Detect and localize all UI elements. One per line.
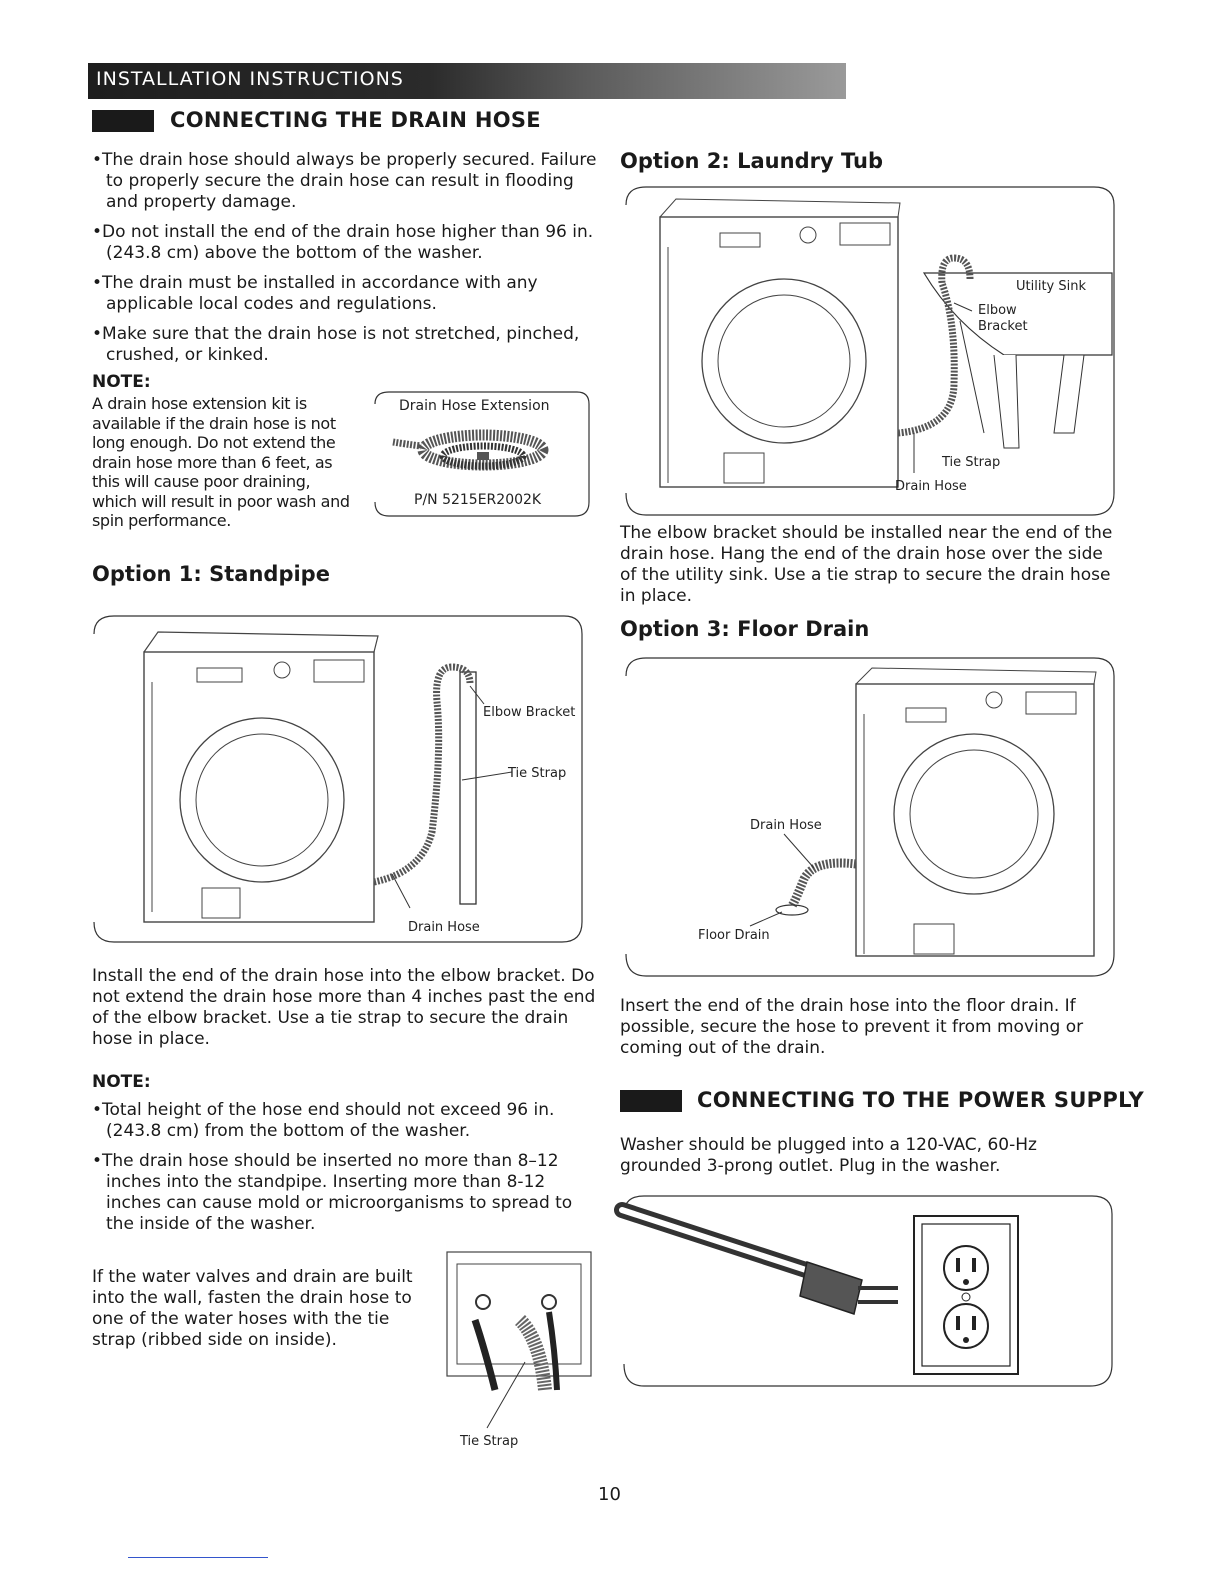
option1-tie-label: Tie Strap: [508, 766, 567, 781]
option3-text: Insert the end of the drain hose into th…: [620, 996, 1084, 1058]
option2-sink-label: Utility Sink: [1016, 279, 1087, 294]
option1-text: Install the end of the drain hose into t…: [92, 966, 596, 1049]
option1-note-heading: NOTE:: [92, 1072, 151, 1092]
standpipe-figure: [93, 615, 583, 943]
option2-elbow-label: Elbow: [978, 303, 1017, 318]
drain-bullet: •Do not install the end of the drain hos…: [92, 222, 594, 263]
wall-box-figure: [446, 1251, 592, 1429]
drain-bullet: •The drain must be installed in accordan…: [92, 273, 538, 314]
option1-note-bullets: •Total height of the hose end should not…: [90, 1100, 600, 1244]
option3-drain-label: Floor Drain: [698, 928, 770, 943]
wall-text: If the water valves and drain are built …: [92, 1267, 413, 1350]
option1-note-bullet: •The drain hose should be inserted no mo…: [92, 1151, 573, 1234]
floor-drain-figure: [625, 657, 1115, 977]
option2-title: Option 2: Laundry Tub: [620, 149, 883, 173]
power-outlet-figure: [614, 1195, 1113, 1387]
section-marker: [92, 110, 154, 132]
drain-bullet: •The drain hose should always be properl…: [92, 150, 597, 212]
banner-title: INSTALLATION INSTRUCTIONS: [96, 68, 404, 90]
option1-title: Option 1: Standpipe: [92, 562, 330, 586]
option1-hose-label: Drain Hose: [408, 920, 480, 935]
laundry-tub-figure: [625, 186, 1115, 516]
power-section-title: CONNECTING TO THE POWER SUPPLY: [697, 1088, 1144, 1112]
extension-part-number: P/N 5215ER2002K: [414, 492, 542, 508]
page-number: 10: [598, 1484, 621, 1505]
footer-rule: [128, 1557, 268, 1558]
option2-bracket-label: Bracket: [978, 319, 1028, 334]
option2-text: The elbow bracket should be installed ne…: [620, 523, 1113, 606]
option2-hose-label: Drain Hose: [895, 479, 967, 494]
power-text: Washer should be plugged into a 120-VAC,…: [620, 1135, 1037, 1176]
option1-note-bullet: •Total height of the hose end should not…: [92, 1100, 555, 1141]
section-banner: INSTALLATION INSTRUCTIONS: [88, 63, 846, 99]
note-text: A drain hose extension kit is available …: [92, 394, 350, 530]
option3-hose-label: Drain Hose: [750, 818, 822, 833]
option2-tie-label: Tie Strap: [942, 455, 1001, 470]
drain-section-title: CONNECTING THE DRAIN HOSE: [170, 108, 541, 132]
section-marker: [620, 1090, 682, 1112]
wall-tie-label: Tie Strap: [460, 1434, 519, 1449]
option1-elbow-label: Elbow Bracket: [483, 705, 576, 720]
extension-kit-figure: [374, 391, 590, 517]
option3-title: Option 3: Floor Drain: [620, 617, 870, 641]
drain-bullet: •Make sure that the drain hose is not st…: [92, 324, 580, 365]
extension-label: Drain Hose Extension: [399, 398, 550, 414]
note-heading: NOTE:: [92, 372, 151, 392]
drain-bullets: •The drain hose should always be properl…: [90, 150, 600, 375]
